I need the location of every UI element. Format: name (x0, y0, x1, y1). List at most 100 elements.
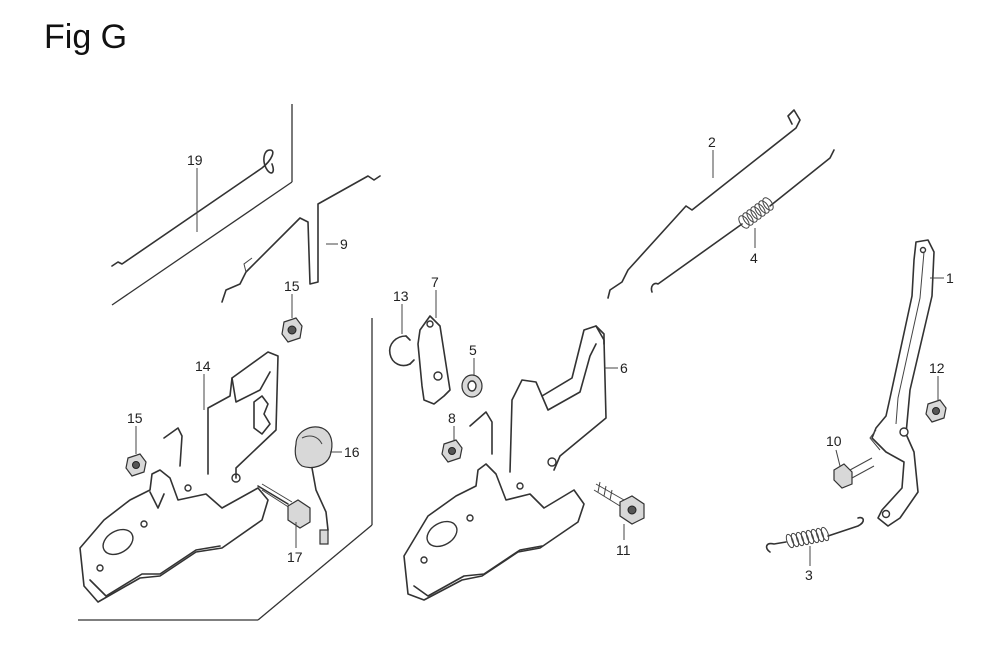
part-13-circlip (388, 335, 415, 367)
plate-6-large-hole (426, 520, 458, 548)
bolt-17-head (287, 499, 311, 529)
lever-1-tab (869, 429, 881, 451)
lever-1-pivot-hole (899, 427, 909, 437)
spring-4-coils (738, 197, 774, 229)
callout-numbers: 19 9 15 14 15 16 17 13 7 5 8 6 11 2 4 1 … (127, 134, 954, 583)
plate-6-fold (541, 343, 597, 411)
washer-5-inner (467, 380, 477, 392)
plate-6-hole-b (466, 514, 474, 522)
switch-16-terminal (319, 529, 329, 545)
nut-15-left-hole (132, 461, 140, 469)
nut-12-hole (932, 407, 940, 415)
part-17-bolt (257, 483, 311, 529)
callout-12: 12 (929, 360, 945, 376)
plate-14-tab (163, 427, 183, 467)
callout-6: 6 (620, 360, 628, 376)
rod-4-lower (650, 223, 743, 293)
switch-16-ridge (301, 435, 323, 445)
plate-14-hole-a (96, 564, 104, 572)
circlip-13-ends (405, 335, 415, 365)
part-14-bracket-plate (79, 351, 279, 603)
plate-14-slot (253, 395, 271, 435)
figure-title: Fig G (44, 18, 128, 56)
callout-17: 17 (287, 549, 303, 565)
part-6-bracket-plate (403, 325, 607, 601)
nut-15-upper-hole (287, 325, 297, 335)
callout-4: 4 (750, 250, 758, 266)
nut-8-hole (448, 447, 456, 455)
plate-14-hole-c (184, 484, 192, 492)
plate-6-corner (595, 325, 605, 345)
plate-14-hole-b (140, 520, 148, 528)
callout-10: 10 (826, 433, 842, 449)
part-5-washer (461, 374, 483, 398)
plate-6-hole-a (420, 556, 428, 564)
part-3-spring (765, 516, 865, 553)
part-12-nut (925, 399, 947, 423)
bolt-11-shank (593, 483, 625, 507)
lever-1-top-hole (919, 246, 927, 254)
spring-3-coils (785, 526, 830, 549)
plate-6-edge (413, 545, 543, 597)
rod-2-shape (607, 109, 801, 299)
callout-8: 8 (448, 410, 456, 426)
bolt-11-thread (597, 481, 613, 501)
lever-1-bottom-hole (881, 509, 891, 519)
part-10-bolt (833, 457, 875, 489)
frame-line-bottom-diagonal (257, 524, 373, 621)
spring-3-hook-right (827, 516, 865, 537)
part-16-switch (294, 426, 333, 545)
part-8-nut (441, 439, 463, 463)
part-2-rod (607, 109, 801, 299)
rod-4-upper (769, 149, 835, 207)
callout-2: 2 (708, 134, 716, 150)
part-19-rod (111, 149, 275, 267)
part-9-rod (221, 175, 381, 303)
part-1-control-lever (869, 239, 935, 527)
part-15-nut-upper (281, 317, 303, 343)
rod-9-shape (221, 175, 381, 303)
plate-14-upright (207, 351, 279, 479)
callout-11: 11 (616, 542, 631, 558)
plate-14-fold (231, 371, 271, 403)
circlip-13-shape (388, 335, 411, 367)
lever-1-ridge (895, 251, 925, 425)
lever-7-pivot-hole (433, 371, 443, 381)
bolt-17-shank (261, 483, 293, 509)
leader-10 (835, 449, 841, 467)
callout-9: 9 (340, 236, 348, 252)
callout-14: 14 (195, 358, 211, 374)
part-11-bolt (593, 481, 645, 525)
plate-14-large-hole (102, 528, 134, 556)
callout-15-left: 15 (127, 410, 143, 426)
plate-14-edge (89, 545, 221, 597)
rod-19-shape (111, 149, 275, 267)
rod-9-bend (243, 257, 253, 273)
section-frames (78, 104, 373, 621)
switch-16-body (294, 426, 333, 469)
callout-13: 13 (393, 288, 409, 304)
bolt-10-head (833, 463, 853, 489)
part-4-spring-rod (650, 149, 835, 293)
bolt-10-shank (849, 457, 875, 479)
bolt-17-thread (257, 485, 289, 505)
callout-3: 3 (805, 567, 813, 583)
plate-6-lower (403, 463, 585, 601)
plate-6-hole-c (516, 482, 524, 490)
lever-7-top-hole (426, 320, 434, 328)
callout-1: 1 (946, 270, 954, 286)
plate-6-hole-d (547, 457, 557, 467)
plate-6-upright (509, 325, 607, 473)
bolt-11-socket (627, 505, 637, 515)
callout-15-upper: 15 (284, 278, 300, 294)
plate-14-lower (79, 469, 269, 603)
plate-6-tab (469, 411, 493, 455)
callout-5: 5 (469, 342, 477, 358)
part-15-nut-left (125, 453, 147, 477)
spring-3-hook-left (765, 541, 787, 553)
frame-line-top-diagonal (111, 181, 293, 306)
switch-16-wire (311, 467, 329, 531)
lever-7-body (417, 315, 451, 405)
